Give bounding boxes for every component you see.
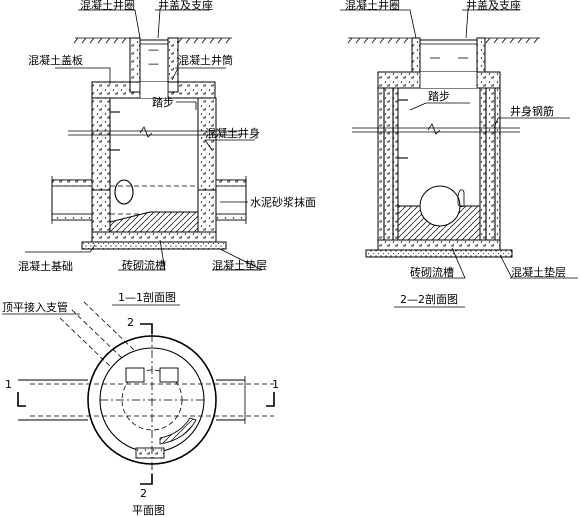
label-ring-1: 混凝土井圈 bbox=[80, 0, 135, 12]
concrete-shaft-right bbox=[167, 37, 179, 83]
label-shaft: 混凝土井筒 bbox=[178, 53, 233, 67]
label-mortar: 水泥砂浆抹面 bbox=[250, 195, 316, 209]
mark-1-left: 1 bbox=[5, 378, 12, 391]
mark-2-top: 2 bbox=[127, 316, 134, 329]
concrete-ring-right-2 bbox=[476, 37, 486, 73]
concrete-wall-right-2 bbox=[479, 87, 501, 249]
label-cushion-1: 混凝土垫层 bbox=[212, 258, 267, 272]
pipe-opening bbox=[114, 179, 134, 205]
concrete-cushion bbox=[81, 241, 227, 250]
caption-section-2: 2—2剖面图 bbox=[400, 292, 458, 306]
brick-channel bbox=[109, 211, 199, 233]
svg-text:—: — bbox=[148, 57, 159, 70]
concrete-foundation bbox=[91, 231, 217, 243]
label-cover-slab: 混凝土盖板 bbox=[28, 53, 83, 67]
concrete-wall-left-2 bbox=[377, 87, 399, 249]
concrete-cushion-2 bbox=[365, 249, 513, 258]
label-cover-1: 井盖及支座 bbox=[158, 0, 213, 12]
concrete-wall-left bbox=[91, 97, 111, 191]
label-branch: 顶平接入支管 bbox=[2, 300, 68, 314]
label-channel-1: 砖砌流槽 bbox=[122, 258, 166, 272]
branch-pipe bbox=[59, 317, 113, 369]
ground-line-2 bbox=[347, 37, 540, 44]
caption-plan: 平面图 bbox=[132, 504, 165, 517]
pipe-section-2 bbox=[419, 185, 461, 227]
label-rebar: 井身钢筋 bbox=[510, 104, 554, 118]
svg-text:—: — bbox=[148, 43, 159, 56]
concrete-shaft-left bbox=[129, 37, 141, 83]
caption-section-1: 1—1剖面图 bbox=[118, 290, 176, 304]
label-step-2: 踏步 bbox=[428, 89, 450, 103]
plan-view: 1 1 2 2 顶平接入支管 平面图 bbox=[2, 300, 279, 517]
label-step-1: 踏步 bbox=[152, 95, 174, 109]
concrete-ring-left-2 bbox=[411, 37, 421, 73]
concrete-foundation-2 bbox=[377, 239, 501, 251]
ground-line-left bbox=[73, 37, 130, 44]
label-cover-2: 井盖及支座 bbox=[466, 0, 521, 12]
label-channel-2: 砖砌流槽 bbox=[410, 265, 454, 279]
ground-line-right bbox=[177, 37, 232, 44]
label-body: 混凝土井身 bbox=[205, 126, 260, 140]
label-cushion-2: 混凝土垫层 bbox=[511, 265, 566, 279]
section-1-1: — — bbox=[18, 0, 316, 306]
mark-1-right: 1 bbox=[272, 378, 279, 391]
label-ring-2: 混凝土井圈 bbox=[345, 0, 400, 12]
section-2-2: 混凝土井圈 井盖及支座 踏步 井身钢筋 砖砌流槽 混凝土垫层 2—2剖面图 bbox=[340, 0, 578, 308]
label-foundation: 混凝土基础 bbox=[18, 259, 73, 273]
plan-channel-hatch bbox=[159, 417, 197, 445]
mark-2-bottom: 2 bbox=[140, 487, 147, 500]
concrete-wall-right bbox=[197, 97, 217, 191]
